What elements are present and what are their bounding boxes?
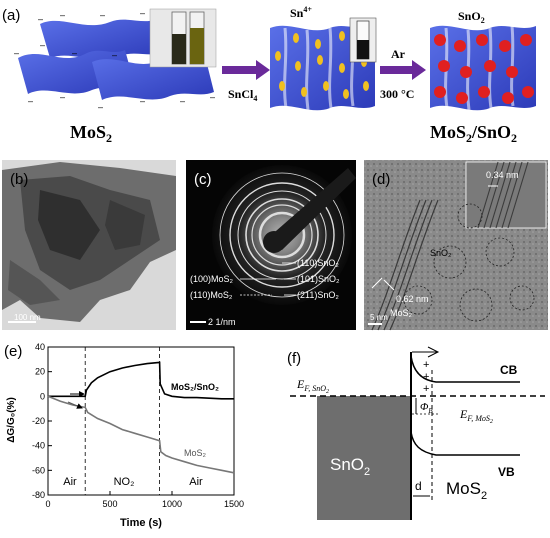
spacing-label-1: 0.34 nm bbox=[486, 170, 519, 180]
panel-d-scale: 5 nm bbox=[370, 313, 388, 322]
panel-d-hrtem-image: 0.34 nm (d) SnO₂ 0.62 nm MoS₂ 5 nm bbox=[364, 160, 548, 331]
product-label: SnO2 bbox=[458, 9, 485, 25]
svg-text:–: – bbox=[100, 10, 105, 20]
svg-text:–: – bbox=[98, 102, 103, 112]
x-tick-label: 1500 bbox=[224, 499, 244, 509]
ring-label-left-2: (110)MoS₂ bbox=[190, 290, 233, 300]
event-lines bbox=[84, 347, 161, 495]
series-line bbox=[48, 361, 234, 400]
svg-text:–: – bbox=[60, 10, 65, 20]
panel-a: (a) –––– ––– ––– ––– ––– SnCl4 bbox=[2, 5, 536, 145]
charge-box: + + + bbox=[412, 346, 440, 395]
fermi-sno2-label: EF, SnO2 bbox=[296, 377, 329, 395]
svg-text:–: – bbox=[40, 40, 45, 50]
region-label-2: NO₂ bbox=[114, 476, 135, 488]
panel-e-label: (e) bbox=[4, 343, 22, 360]
sno2-block bbox=[317, 396, 411, 520]
arrow-mos2 bbox=[67, 401, 83, 409]
vb-label: VB bbox=[498, 465, 515, 479]
reaction-arrow-2: Ar 300 °C bbox=[380, 47, 426, 101]
composite-illustration: SnO2 bbox=[430, 9, 536, 111]
plot-frame bbox=[47, 346, 235, 496]
x-tick-label: 500 bbox=[102, 499, 117, 509]
panel-a-label: (a) bbox=[2, 7, 20, 24]
svg-text:–: – bbox=[112, 50, 117, 60]
x-axis-ticks: 0 500 1000 1500 bbox=[45, 491, 244, 509]
phase-label-mos2: MoS₂ bbox=[390, 308, 413, 318]
y-tick-label: 0 bbox=[40, 391, 45, 401]
y-axis-label: ΔG/G₀(%) bbox=[6, 397, 17, 443]
svg-text:–: – bbox=[72, 48, 77, 58]
depletion-label: d bbox=[415, 479, 422, 493]
panel-f-label: (f) bbox=[287, 350, 301, 367]
region-label-3: Air bbox=[189, 476, 203, 488]
panel-b-tem-image: (b) 100 nm bbox=[2, 160, 176, 330]
y-tick-label: -40 bbox=[32, 441, 45, 451]
vb-band bbox=[410, 431, 520, 456]
region-label-1: Air bbox=[63, 476, 77, 488]
y-tick-label: 40 bbox=[35, 342, 45, 352]
ring-label-left-1: (100)MoS₂ bbox=[190, 274, 234, 284]
ring-label-right-1: (110)SnO₂ bbox=[297, 258, 339, 268]
svg-text:–: – bbox=[140, 8, 145, 18]
tin-ion-layers: Sn4+ bbox=[270, 5, 377, 111]
svg-text:–: – bbox=[28, 96, 33, 106]
panel-f-band-diagram: (f) SnO2 CB VB EF, SnO2 EF, MoS2 ΦB d + … bbox=[287, 346, 545, 520]
cb-label: CB bbox=[500, 363, 518, 377]
svg-text:–: – bbox=[38, 14, 43, 24]
ring-label-right-2: (101)SnO₂ bbox=[297, 274, 340, 284]
svg-text:–: – bbox=[14, 48, 19, 58]
composite-caption: MoS2/SnO2 bbox=[430, 122, 517, 145]
panel-c-saed-image: (c) (100)MoS₂ (110)MoS₂ (110)SnO₂ (101)S… bbox=[186, 160, 356, 330]
barrier-label: ΦB bbox=[420, 401, 433, 415]
series-line bbox=[47, 395, 235, 474]
cb-band bbox=[410, 355, 520, 383]
reagent-label: SnCl4 bbox=[228, 87, 257, 103]
series-label-mos2: MoS₂ bbox=[184, 448, 207, 458]
y-tick-label: 20 bbox=[35, 367, 45, 377]
panel-c-scale: 2 1/nm bbox=[208, 317, 236, 327]
y-axis-ticks: 40 20 0 -20 -40 -60 -80 bbox=[32, 342, 52, 500]
fermi-mos2-label: EF, MoS2 bbox=[459, 407, 493, 425]
svg-text:–: – bbox=[210, 92, 215, 102]
condition-gas: Ar bbox=[391, 47, 406, 61]
condition-temp: 300 °C bbox=[380, 87, 414, 101]
vials-photo bbox=[149, 8, 217, 68]
reaction-arrow-1: SnCl4 bbox=[222, 60, 270, 103]
tin-ion-label: Sn4+ bbox=[290, 5, 312, 20]
y-tick-label: -60 bbox=[32, 465, 45, 475]
panel-e-chart: (e) 40 20 0 -20 -40 -60 -80 0 500 1000 1500 ΔG/G₀… bbox=[4, 342, 244, 529]
panel-b-label: (b) bbox=[10, 171, 28, 188]
data-series bbox=[47, 361, 235, 474]
sno2-label: SnO2 bbox=[330, 455, 370, 478]
mos2-label: MoS2 bbox=[446, 479, 487, 502]
phase-label-sno2: SnO₂ bbox=[430, 248, 452, 258]
y-tick-label: -80 bbox=[32, 490, 45, 500]
ring-label-right-3: (211)SnO₂ bbox=[297, 290, 339, 300]
x-axis-label: Time (s) bbox=[120, 517, 162, 529]
x-tick-label: 0 bbox=[45, 499, 50, 509]
spacing-label-2: 0.62 nm bbox=[396, 294, 429, 304]
y-tick-label: -20 bbox=[32, 416, 45, 426]
svg-text:–: – bbox=[140, 96, 145, 106]
mos2-caption: MoS2 bbox=[70, 122, 112, 145]
panel-c-label: (c) bbox=[194, 171, 212, 188]
x-tick-label: 1000 bbox=[162, 499, 182, 509]
charge-1: + bbox=[423, 359, 429, 371]
series-label-composite: MoS₂/SnO₂ bbox=[171, 382, 219, 392]
panel-b-scale: 100 nm bbox=[14, 313, 41, 322]
svg-text:–: – bbox=[180, 96, 185, 106]
svg-text:–: – bbox=[60, 92, 65, 102]
panel-d-label: (d) bbox=[372, 171, 390, 188]
charge-2: + bbox=[423, 371, 429, 383]
charge-3: + bbox=[423, 383, 429, 395]
